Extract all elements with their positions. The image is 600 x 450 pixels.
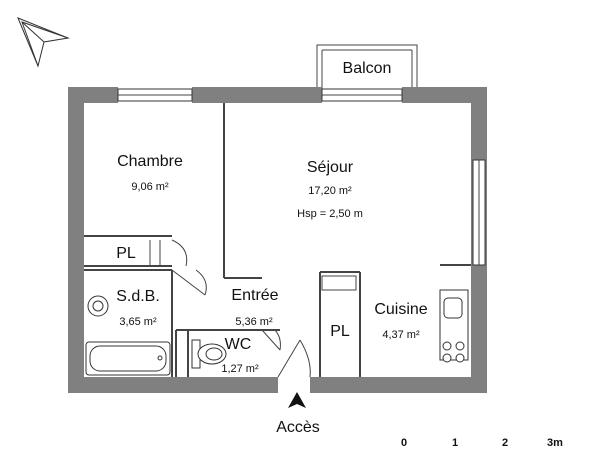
room-area-wc: 1,27 m² xyxy=(221,363,259,375)
scale-bar: 0 1 2 3m xyxy=(401,437,563,449)
room-area-sejour: 17,20 m² xyxy=(308,185,352,197)
scale-tick-1: 1 xyxy=(452,437,458,449)
room-label-chambre: Chambre xyxy=(117,153,183,170)
scale-tick-0: 0 xyxy=(401,437,407,449)
room-label-placard-cuisine: PL xyxy=(330,323,350,340)
room-label-cuisine: Cuisine xyxy=(374,301,427,318)
room-area-sdb: 3,65 m² xyxy=(119,316,157,328)
room-area-chambre: 9,06 m² xyxy=(131,181,169,193)
windows xyxy=(117,88,486,266)
room-area-entree: 5,36 m² xyxy=(235,316,273,328)
scale-tick-3: 3m xyxy=(547,437,563,449)
closet-doors xyxy=(149,239,188,267)
kitchen-appliances xyxy=(439,289,469,363)
room-label-entree: Entrée xyxy=(231,287,278,304)
room-label-sdb: S.d.B. xyxy=(116,288,160,305)
scale-tick-2: 2 xyxy=(502,437,508,449)
interior-walls xyxy=(84,103,471,377)
bathroom-fixtures xyxy=(85,295,171,376)
room-label-balcon: Balcon xyxy=(343,60,392,77)
north-arrow-icon xyxy=(17,17,70,68)
room-ceiling-height: Hsp = 2,50 m xyxy=(297,208,363,220)
access-label: Accès xyxy=(276,419,320,436)
room-label-placard-chambre: PL xyxy=(116,245,136,262)
toilet-icon xyxy=(191,339,227,369)
door-swings xyxy=(171,269,357,378)
room-label-sejour: Séjour xyxy=(307,159,354,176)
access-arrow-icon xyxy=(288,392,306,408)
room-label-wc: WC xyxy=(225,336,252,353)
room-area-cuisine: 4,37 m² xyxy=(382,329,420,341)
